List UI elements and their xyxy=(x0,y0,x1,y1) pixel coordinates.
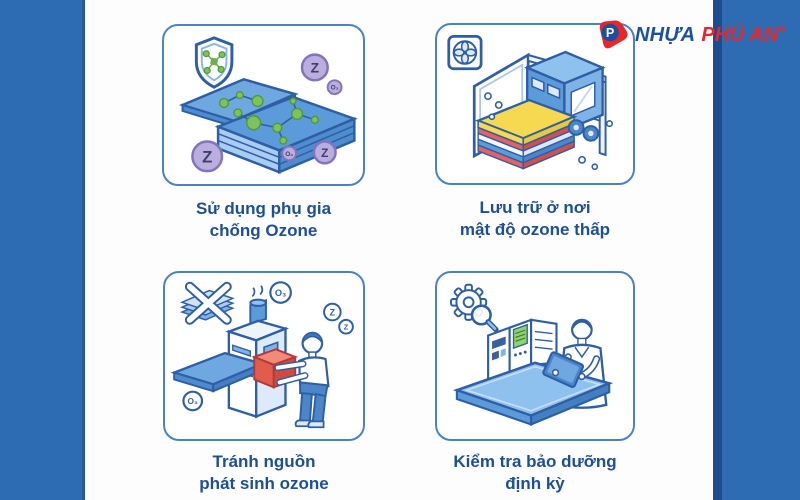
caption-line: Tránh nguồn xyxy=(212,452,316,471)
caption-low-ozone-storage: Lưu trữ ở nơi mật độ ozone thấp xyxy=(435,197,635,241)
caption-avoid-ozone-source: Tránh nguồn phát sinh ozone xyxy=(163,451,365,495)
panel-periodic-inspection xyxy=(435,271,635,441)
caption-line: Kiểm tra bảo dưỡng xyxy=(453,452,617,471)
caption-anti-ozone-additive: Sử dụng phụ gia chống Ozone xyxy=(162,198,365,242)
caption-periodic-inspection: Kiểm tra bảo dưỡng định kỳ xyxy=(435,451,635,495)
caption-line: mật độ ozone thấp xyxy=(459,219,611,239)
svg-text:Z: Z xyxy=(202,147,212,166)
shield-icon xyxy=(194,36,234,89)
svg-text:Z: Z xyxy=(344,322,349,331)
panel-anti-ozone-additive: Z Z Z O₃ O₃ xyxy=(162,24,365,186)
svg-text:Z: Z xyxy=(321,146,328,160)
brand-name-second: PHÚ AN xyxy=(701,24,779,46)
svg-text:O₃: O₃ xyxy=(285,151,293,158)
caption-line: phát sinh ozone xyxy=(199,473,329,493)
storage-cabin xyxy=(524,50,606,133)
svg-text:Z: Z xyxy=(330,307,336,317)
molecule-network xyxy=(218,90,319,145)
right-blue-sidebar xyxy=(713,0,800,500)
no-stacking-icon xyxy=(179,281,235,325)
brand-name-first: NHỰA xyxy=(635,24,696,46)
illustration-low-ozone-storage xyxy=(447,35,614,171)
logo-mark-icon: P xyxy=(599,20,628,49)
left-blue-sidebar xyxy=(0,0,85,500)
svg-text:O₃: O₃ xyxy=(275,288,287,298)
svg-text:O₃: O₃ xyxy=(331,85,339,92)
panel-low-ozone-storage xyxy=(435,23,635,185)
ozone-badges: Z Z Z O₃ O₃ xyxy=(191,53,343,173)
caption-line: Sử dụng phụ gia xyxy=(195,199,332,218)
illustration-avoid-ozone-source: O₃ Z Z O₃ xyxy=(170,281,354,429)
panel-avoid-ozone-source: O₃ Z Z O₃ xyxy=(163,271,365,441)
trolley-wheels xyxy=(567,119,600,142)
caption-line: chống Ozone xyxy=(209,220,318,240)
rubber-sheet-stack xyxy=(214,95,358,175)
svg-text:Z: Z xyxy=(311,59,320,75)
svg-text:P: P xyxy=(606,26,614,40)
technician-arms-tablet xyxy=(542,351,601,388)
output-sheet xyxy=(170,351,266,393)
gear-magnifier-icon xyxy=(450,283,499,333)
registered-mark: ® xyxy=(778,24,786,34)
ozone-bubbles: O₃ Z Z O₃ xyxy=(182,281,354,412)
colored-sheet-stack xyxy=(474,98,578,170)
illustration-periodic-inspection xyxy=(450,283,614,426)
air-bubbles xyxy=(484,92,614,171)
caption-line: định kỳ xyxy=(505,473,565,493)
fan-icon xyxy=(447,35,483,71)
caption-line: Lưu trữ ở nơi xyxy=(479,198,591,217)
illustration-anti-ozone-additive: Z Z Z O₃ O₃ xyxy=(178,36,358,175)
worker xyxy=(274,331,330,429)
svg-text:O₃: O₃ xyxy=(188,396,198,406)
